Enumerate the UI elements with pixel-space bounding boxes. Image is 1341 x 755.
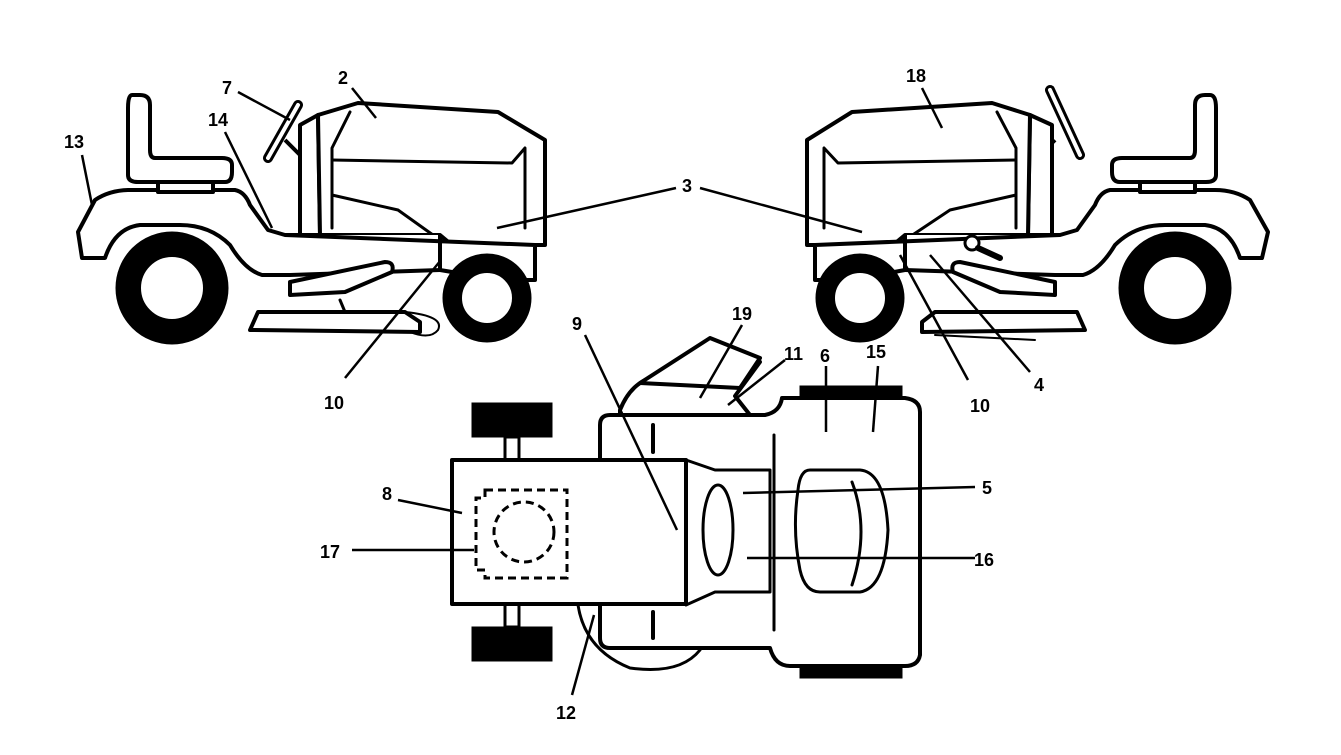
- callout-5: 5: [982, 478, 992, 498]
- leader-lines: [80, 87, 1031, 696]
- callout-4: 4: [1034, 375, 1044, 395]
- callout-8: 8: [382, 484, 392, 504]
- callout-16: 16: [974, 550, 994, 570]
- callout-14: 14: [208, 110, 228, 130]
- callout-7: 7: [222, 78, 232, 98]
- callout-12: 12: [556, 703, 576, 723]
- callout-19: 19: [732, 304, 752, 324]
- tractor-right-side-view: [805, 85, 1270, 345]
- callout-10-right: 10: [970, 396, 990, 416]
- callout-labels: 2 3 4 5 6 7 8 9 10 10 11 12 13 14 15 16 …: [64, 66, 1044, 723]
- callout-11: 11: [784, 344, 803, 364]
- tractor-top-view: [450, 336, 922, 679]
- callout-9: 9: [572, 314, 582, 334]
- callout-6: 6: [820, 346, 830, 366]
- callout-13: 13: [64, 132, 84, 152]
- callout-15: 15: [866, 342, 886, 362]
- callout-3: 3: [682, 176, 692, 196]
- callout-10-left: 10: [324, 393, 344, 413]
- tractor-left-side-view: [76, 93, 547, 345]
- callout-2: 2: [338, 68, 348, 88]
- callout-18: 18: [906, 66, 926, 86]
- callout-17: 17: [320, 542, 340, 562]
